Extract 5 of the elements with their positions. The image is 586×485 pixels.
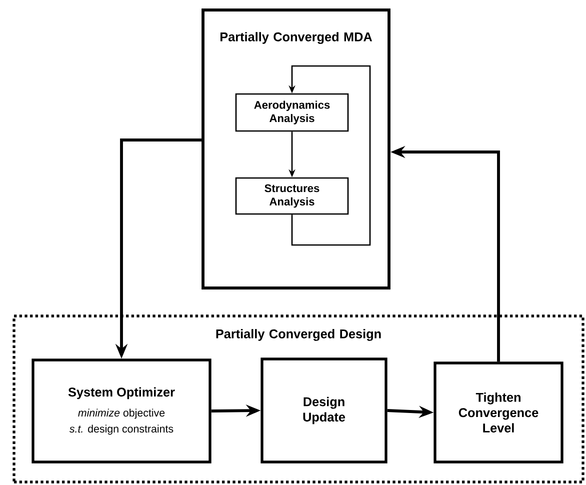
process-box: Tighten Convergence Level: [434, 362, 564, 464]
process-box: System Optimizer minimize objective s.t. design constraints: [32, 358, 212, 464]
process-box: Structures Analysis: [235, 177, 349, 215]
process-box: Design Update: [260, 358, 388, 464]
process-box: Aerodynamics Analysis: [235, 93, 349, 132]
